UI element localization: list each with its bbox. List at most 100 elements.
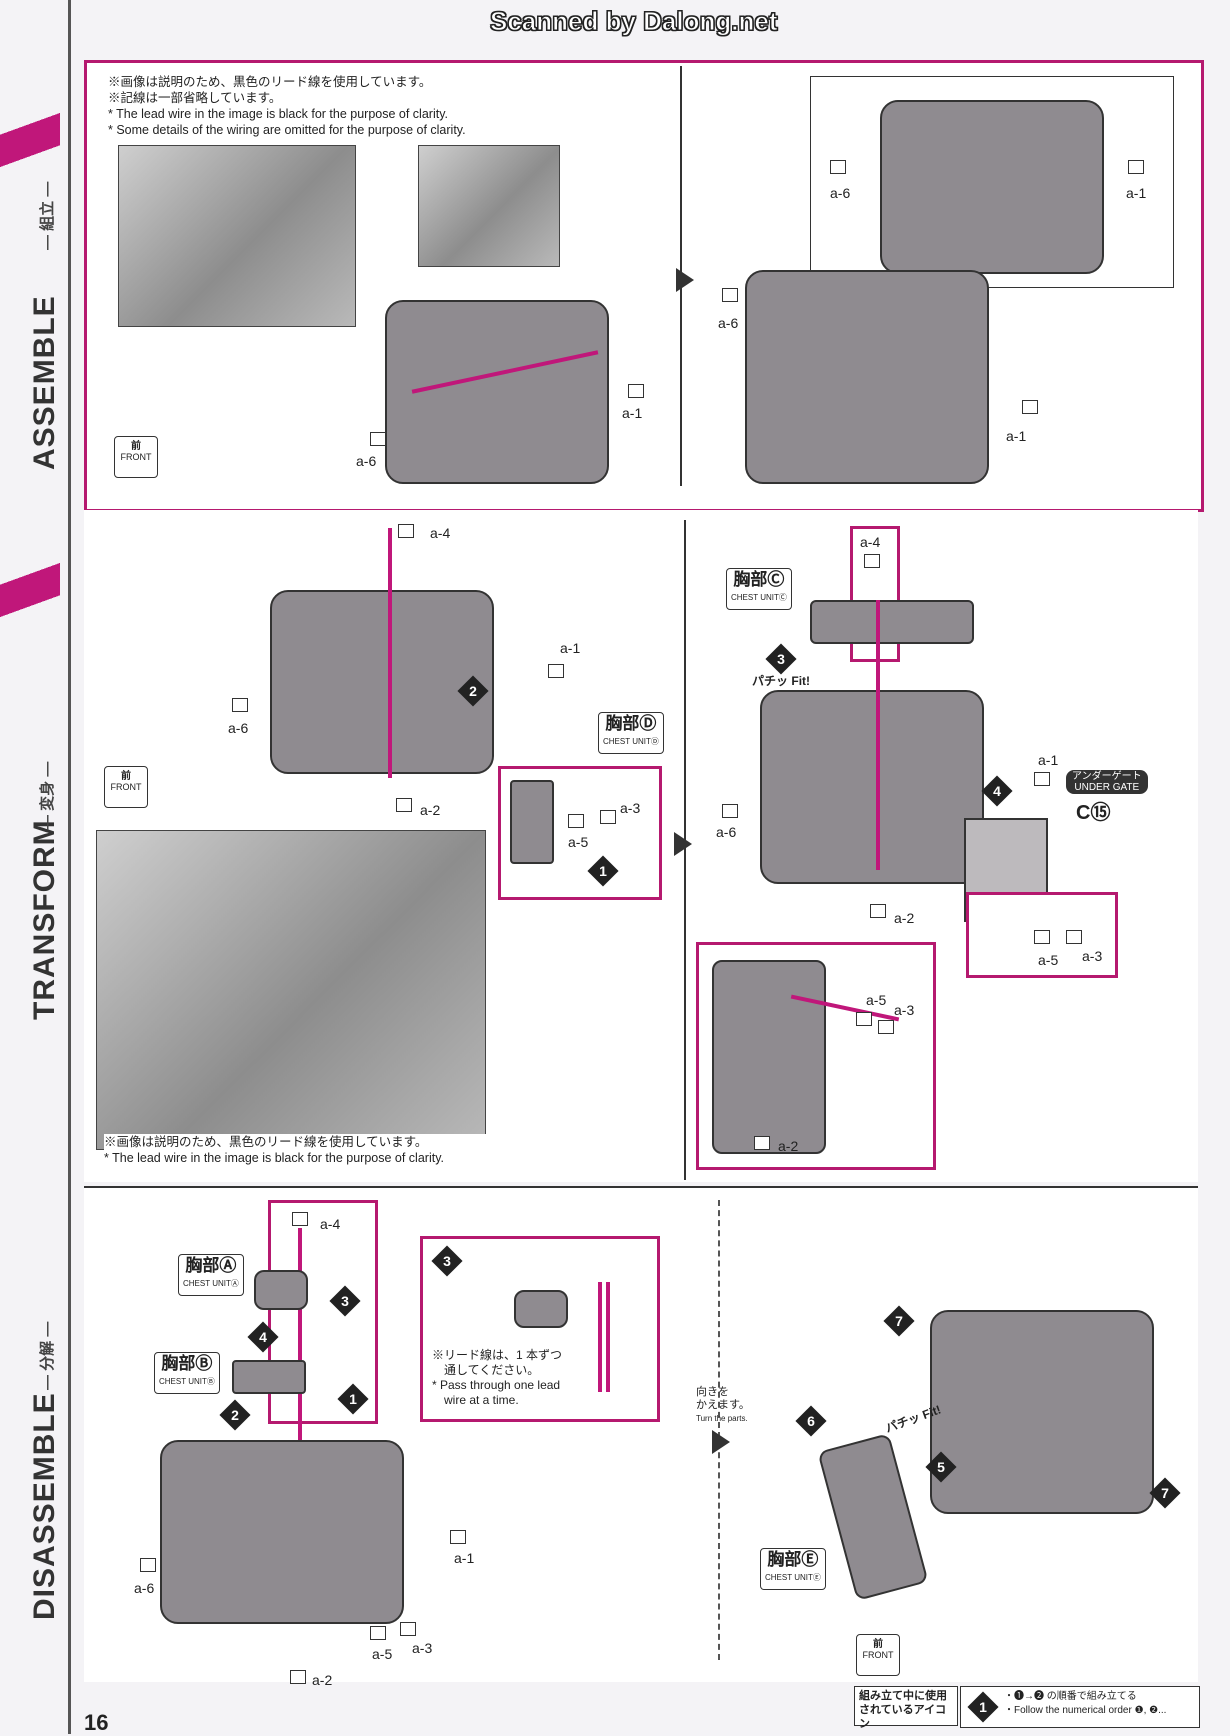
label-a1: a-1 [1038,752,1059,768]
connector-a6 [830,160,846,174]
sidebar-stripe-mid [0,520,60,660]
connector-a2 [754,1136,770,1150]
section-label-assemble: ASSEMBLE [28,295,61,470]
label-a5: a-5 [1038,952,1059,968]
connector-a1 [1034,772,1050,786]
chest-a-part-diagram [514,1290,568,1328]
step-3: 3 [329,1285,361,1317]
note-en-2: * Some details of the wiring are omitted… [108,123,466,137]
part-tag-a: 胸部Ⓐ CHEST UNITⒶ [178,1254,244,1296]
wire-photo-transform [96,830,486,1150]
step-2: 2 [457,675,489,707]
part-c-jp: 胸部Ⓒ [733,570,785,589]
inset-pass-wire [420,1236,660,1422]
connector-a2 [396,798,412,812]
step-2-text: 2 [231,1407,239,1423]
fit-jp: パチッ [752,674,789,688]
legend-jp-2: されているアイコン [859,1704,947,1730]
front-jp: 前 [121,771,131,782]
step-2: 2 [219,1399,251,1431]
part-d-diagram [510,780,554,864]
step-6: 6 [795,1405,827,1437]
part-a-en: CHEST UNITⒶ [183,1279,239,1288]
step-1-text: 1 [349,1391,357,1407]
scanner-credit: Scanned by Dalong.net [490,6,778,37]
section-label-transform: TRANSFORM [28,819,61,1020]
part-c-diagram [810,600,974,644]
label-a6: a-6 [356,453,377,469]
part-a-jp: 胸部Ⓐ [185,1256,237,1275]
label-a1: a-1 [622,405,643,421]
step-5: 5 [925,1451,957,1483]
chest-assembly-diagram-5 [760,690,984,884]
label-a2: a-2 [420,802,441,818]
next-arrow [712,1430,730,1454]
label-a6: a-6 [830,185,851,201]
step-3-text: 3 [341,1293,349,1309]
label-a3: a-3 [894,1002,915,1018]
section-label-assemble-jp: — 組立 — [39,181,56,250]
step-1-text: 1 [599,863,607,879]
pass-en-1: * Pass through one lead [432,1378,561,1392]
connector-a6 [722,804,738,818]
connector-a3 [878,1020,894,1034]
next-arrow [674,832,692,856]
order-icon-text: 1 [979,1699,987,1715]
icon-legend-title: 組み立て中に使用 されているアイコン [854,1686,958,1730]
chest-assembly-diagram-7 [930,1310,1154,1514]
connector-a4 [292,1212,308,1226]
wire-line [388,528,392,778]
section-label-disassemble: DISASSEMBLE [28,1392,61,1620]
connector-a4 [398,524,414,538]
step-4: 4 [247,1321,279,1353]
step-6-text: 6 [807,1413,815,1429]
label-a2: a-2 [778,1138,799,1154]
front-jp: 前 [873,1639,883,1650]
under-gate-part: C⑮ [1076,802,1111,824]
chest-b-diagram [232,1360,306,1394]
connector-a6 [370,432,386,446]
fit-en: Fit! [791,674,811,688]
part-e-jp: 胸部Ⓔ [767,1550,819,1569]
note-jp-1: ※画像は説明のため、黒色のリード線を使用しています。 [108,75,432,89]
chest-assembly-diagram-6 [160,1440,404,1624]
label-a5: a-5 [372,1646,393,1662]
connector-a6 [722,288,738,302]
front-en: FRONT [862,1650,894,1660]
chest-a-diagram [254,1270,308,1310]
front-en: FRONT [120,452,152,462]
section-label-disassemble-jp: — 分解 — [39,1321,56,1390]
order-legend: ・❶→❷ の順番で組み立てる ・Follow the numerical ord… [1004,1690,1166,1718]
step-2-text: 2 [469,683,477,699]
page-number: 16 [84,1710,109,1735]
label-a1: a-1 [560,640,581,656]
wire-photo-right [418,145,560,267]
label-a3: a-3 [1082,948,1103,964]
connector-a5 [856,1012,872,1026]
part-c-en: CHEST UNITⒸ [731,593,787,602]
under-gate-jp: アンダーゲート [1072,771,1142,782]
wire-photo-left [118,145,356,327]
step-4-text: 4 [993,783,1001,799]
connector-a1 [1022,400,1038,414]
highlight-box-a3-a5 [966,892,1118,978]
pass-en-2: wire at a time. [444,1393,519,1407]
label-a6: a-6 [134,1580,155,1596]
icon-legend-body [960,1686,1200,1728]
under-gate-en: UNDER GATE [1074,782,1140,793]
label-a4: a-4 [320,1216,341,1232]
step-7-text-2: 7 [1161,1485,1169,1501]
connector-a1 [1128,160,1144,174]
order-en: ・Follow the numerical order ❶, ❷... [1004,1705,1167,1716]
chest-assembly-diagram-2 [880,100,1104,274]
note-en-1: * The lead wire in the image is black fo… [108,107,448,121]
step-3-text: 3 [777,651,785,667]
connector-a2 [290,1670,306,1684]
connector-a6 [232,698,248,712]
sidebar: ASSEMBLE — 組立 — TRANSFORM — 変身 — DISASSE… [0,0,71,1734]
chest-side-diagram [712,960,826,1154]
label-a1: a-1 [1126,185,1147,201]
